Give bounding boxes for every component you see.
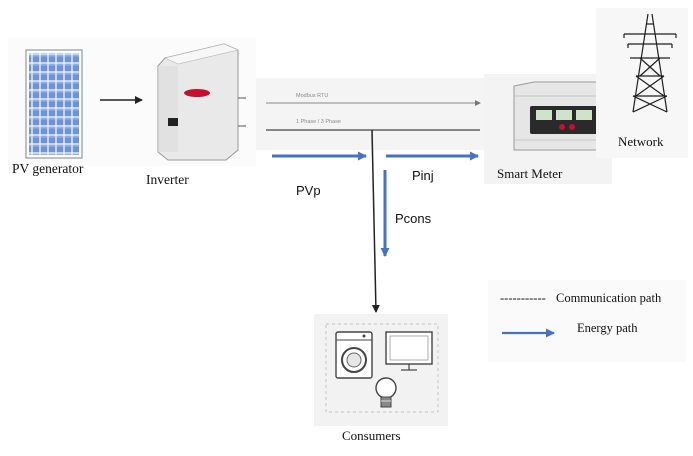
consumers-label: Consumers	[342, 428, 401, 443]
pv-panel-icon	[29, 53, 79, 155]
light-bulb-icon	[375, 377, 397, 408]
network-label: Network	[618, 134, 664, 149]
pylon-icon	[623, 13, 677, 113]
legend-communication-prefix: -----------	[500, 291, 546, 305]
brand-logo-icon	[184, 89, 210, 97]
smart-meter	[484, 74, 612, 184]
smart-meter-label: Smart Meter	[497, 166, 563, 181]
inverter-label: Inverter	[146, 172, 189, 187]
phase-label: 1 Phase / 3 Phase	[296, 119, 341, 125]
injected-power-label: Pinj	[412, 168, 434, 183]
inverter	[157, 43, 246, 161]
washing-machine-icon	[335, 331, 373, 379]
modbus-label: Modbus RTU	[296, 93, 328, 99]
legend: ----------- Communication path Energy pa…	[488, 280, 686, 362]
consumers-panel	[314, 314, 448, 426]
pv-power-label: PVp	[296, 183, 321, 198]
legend-energy-label: Energy path	[577, 321, 638, 335]
legend-box	[488, 280, 686, 362]
consumed-power-label: Pcons	[395, 211, 432, 226]
pv-generator-label: PV generator	[12, 161, 84, 176]
inverter-display-icon	[168, 118, 178, 126]
consumers	[314, 314, 448, 426]
network-panel	[596, 8, 688, 158]
network	[596, 8, 688, 158]
pv-generator	[25, 49, 83, 159]
legend-communication-label: Communication path	[556, 291, 662, 305]
television-icon	[385, 331, 433, 371]
grid-to-consumers-line	[371, 129, 380, 313]
